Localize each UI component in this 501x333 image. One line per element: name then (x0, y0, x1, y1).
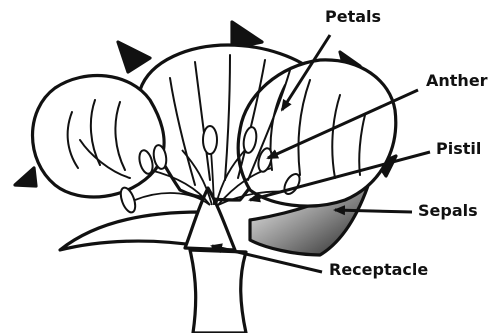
stem (190, 250, 246, 333)
sepals-pointer (335, 210, 412, 212)
sepal-tip-left (15, 168, 36, 186)
petals-label: Petals (325, 9, 381, 25)
pistil-label: Pistil (436, 141, 481, 157)
anther-label: Anther (426, 73, 488, 89)
receptacle-label: Receptacle (329, 262, 428, 278)
sepal-tip-top-left (118, 42, 150, 72)
sepals-label: Sepals (418, 203, 478, 219)
sepal-left (60, 212, 200, 250)
petal-left (33, 76, 165, 198)
